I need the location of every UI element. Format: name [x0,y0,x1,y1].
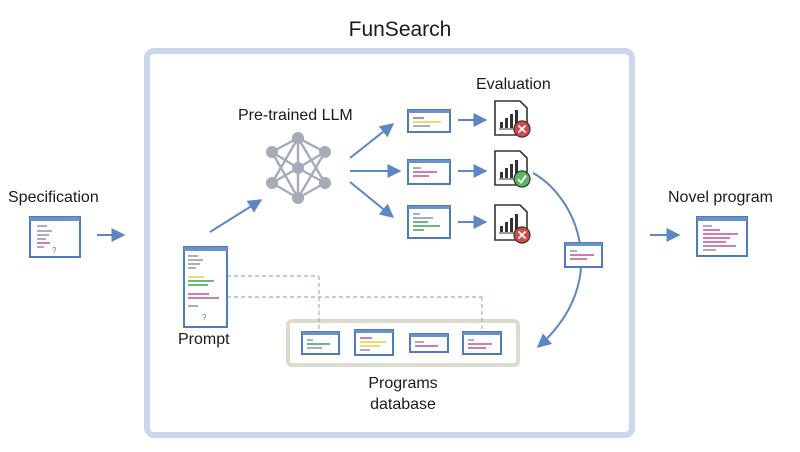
arrow-llm-to-program-1 [349,123,395,159]
database-program-2 [354,329,394,356]
neural-network-icon [266,132,331,204]
specification-doc-icon: ? [29,216,81,258]
passed-program-doc [564,242,603,268]
evaluation-result-1 [494,100,531,138]
specification-label: Specification [8,189,99,206]
database-program-1 [301,331,340,355]
evaluation-label: Evaluation [476,76,551,93]
programs-database-label-line2: database [370,396,436,413]
programs-database-label-line1: Programs [368,375,438,392]
question-mark: ? [202,313,207,322]
evaluation-result-2 [494,150,531,188]
question-mark: ? [52,246,57,255]
diagram-title: FunSearch [348,18,452,41]
check-icon [513,170,531,188]
flow-arrows [97,113,681,348]
programs-database-box [286,319,520,367]
database-program-3 [409,333,449,353]
novel-program-doc-icon [696,216,748,257]
arrow-prompt-to-llm [209,199,263,233]
evaluation-result-3 [494,204,531,244]
generated-program-2 [407,159,451,185]
generated-program-3 [407,205,451,239]
novel-program-label: Novel program [668,189,773,206]
pretrained-llm-label: Pre-trained LLM [238,107,353,124]
prompt-doc-icon: ? [183,246,228,328]
prompt-label: Prompt [178,331,230,348]
funsearch-frame [144,48,635,438]
database-program-4 [462,331,502,355]
arrow-llm-to-program-3 [349,181,395,218]
generated-program-1 [407,109,451,133]
